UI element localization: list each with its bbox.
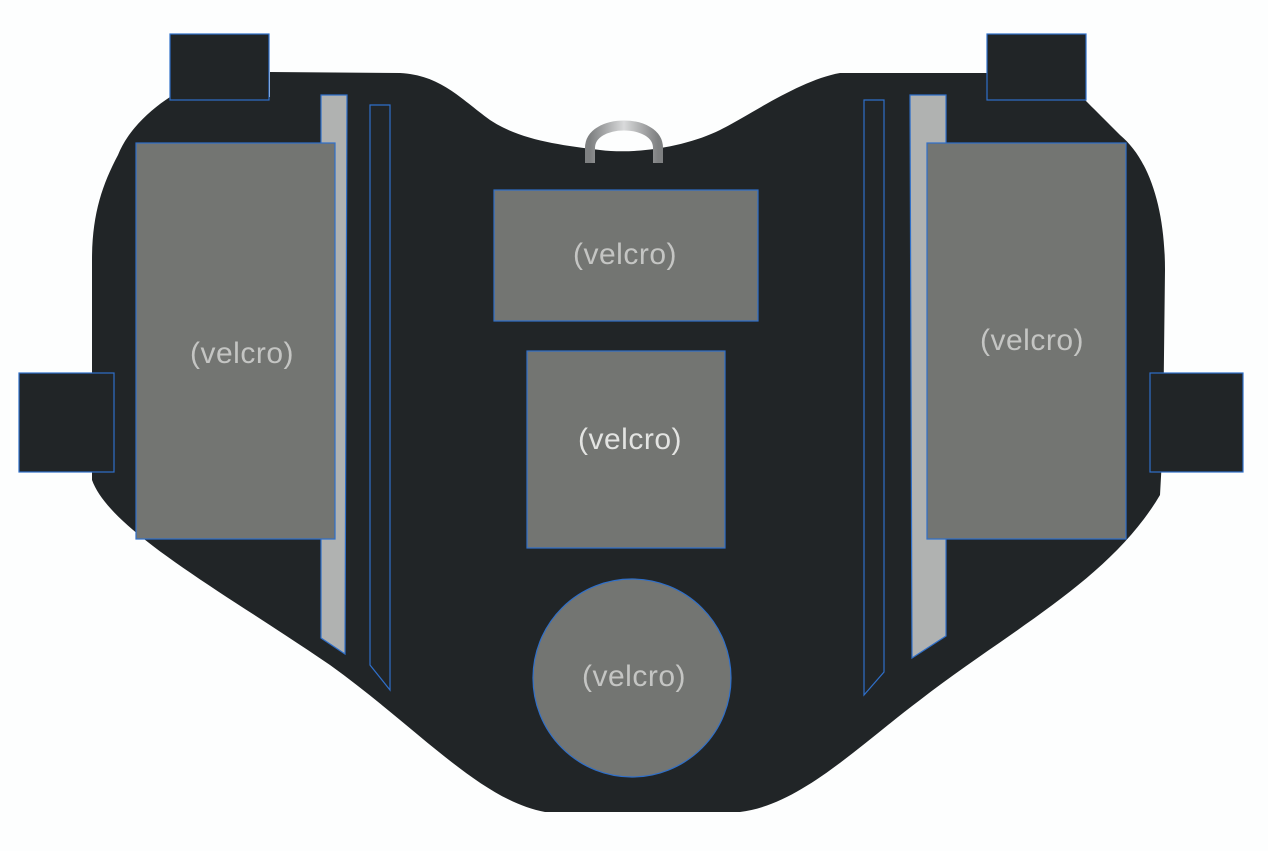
left-side-tab xyxy=(18,372,115,473)
right-side-tab xyxy=(1149,372,1244,473)
left-velcro-label: (velcro) xyxy=(190,337,294,370)
top-left-tab xyxy=(169,33,270,101)
right-velcro-label: (velcro) xyxy=(980,324,1084,357)
top-center-velcro-label: (velcro) xyxy=(573,238,677,271)
top-center-velcro-patch xyxy=(493,189,759,322)
right-channel xyxy=(863,99,885,697)
bottom-velcro-label: (velcro) xyxy=(582,660,686,693)
d-ring xyxy=(585,120,663,163)
top-right-tab xyxy=(986,33,1087,101)
left-velcro-patch xyxy=(135,142,336,540)
left-channel xyxy=(369,104,391,692)
bottom-velcro-circle xyxy=(532,578,732,778)
middle-center-velcro-patch xyxy=(526,350,726,549)
middle-center-velcro-label: (velcro) xyxy=(578,423,682,456)
right-velcro-patch xyxy=(926,142,1127,540)
